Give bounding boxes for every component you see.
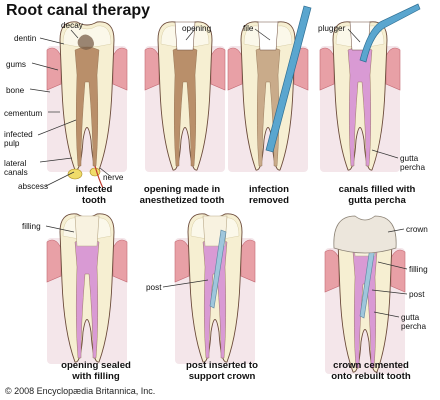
root-canal bbox=[347, 46, 373, 167]
label-opening: opening bbox=[182, 24, 212, 33]
root-canal bbox=[74, 238, 100, 359]
plugger-instrument bbox=[359, 3, 421, 63]
page-title: Root canal therapy bbox=[6, 2, 151, 19]
leader-line bbox=[37, 119, 77, 136]
caption-crown-cemented: crown cemented onto rebuilt tooth bbox=[331, 360, 411, 382]
leader-line bbox=[45, 225, 75, 233]
gum-left bbox=[324, 249, 340, 293]
root-canal bbox=[172, 46, 198, 167]
gum-right bbox=[112, 47, 128, 91]
abscess-blob bbox=[89, 167, 101, 177]
label-filling-right: filling bbox=[409, 265, 428, 274]
label-gutta-percha-top: gutta percha bbox=[400, 154, 426, 172]
leader-line bbox=[347, 28, 361, 43]
leader-line bbox=[373, 311, 400, 318]
leader-line bbox=[377, 261, 408, 270]
caption-opening-made: opening made in anesthetized tooth bbox=[139, 184, 225, 206]
crown-cap bbox=[333, 215, 397, 254]
decay-spot bbox=[77, 34, 94, 50]
caption-post-inserted: post inserted to support crown bbox=[186, 360, 258, 382]
root-canal bbox=[74, 46, 100, 167]
label-plugger: plugger bbox=[318, 24, 346, 33]
label-bone: bone bbox=[6, 86, 25, 95]
leader-line bbox=[70, 29, 79, 39]
gum-left bbox=[174, 239, 190, 283]
caption-infection-removed: infection removed bbox=[249, 184, 289, 206]
gum-left bbox=[144, 47, 160, 91]
leader-line bbox=[371, 149, 399, 159]
gum-left bbox=[319, 47, 335, 91]
label-infected-pulp: infected pulp bbox=[4, 130, 33, 148]
gum-right bbox=[390, 249, 406, 293]
access-opening bbox=[257, 21, 279, 51]
leader-line bbox=[371, 289, 408, 295]
leader-line bbox=[39, 157, 73, 163]
label-crown: crown bbox=[406, 225, 428, 234]
label-abscess: abscess bbox=[18, 182, 49, 191]
leader-line bbox=[162, 279, 209, 288]
gum-right bbox=[112, 239, 128, 283]
gum-right bbox=[240, 239, 256, 283]
caption-canals-filled: canals filled with gutta percha bbox=[338, 184, 416, 206]
leader-line bbox=[45, 171, 75, 187]
root-canal bbox=[202, 238, 228, 359]
leader-line bbox=[31, 62, 59, 71]
label-gutta-percha-bottom: gutta percha bbox=[401, 313, 427, 331]
leader-line bbox=[185, 28, 196, 41]
label-decay: decay bbox=[61, 21, 83, 30]
tooth-post bbox=[209, 229, 227, 309]
gum-left bbox=[46, 239, 62, 283]
endodontic-file bbox=[265, 5, 312, 153]
gum-right bbox=[385, 47, 401, 91]
root-canal bbox=[352, 248, 378, 369]
caption-opening-sealed: opening sealed with filling bbox=[61, 360, 131, 382]
label-lateral-canals: lateral canals bbox=[4, 159, 28, 177]
caption-infected-tooth: infected tooth bbox=[75, 184, 113, 206]
leader-line bbox=[29, 88, 51, 93]
label-filling-left: filling bbox=[22, 222, 41, 231]
leader-line bbox=[99, 167, 111, 177]
label-nerve: nerve bbox=[103, 173, 124, 182]
nerve-fiber bbox=[94, 165, 104, 189]
gum-right bbox=[210, 47, 226, 91]
tooth-filling bbox=[74, 215, 100, 247]
access-opening bbox=[174, 21, 196, 51]
leader-line bbox=[387, 228, 405, 233]
leader-line bbox=[254, 28, 271, 41]
label-post-middle: post bbox=[146, 283, 162, 292]
label-gums: gums bbox=[6, 60, 27, 69]
copyright-notice: © 2008 Encyclopædia Britannica, Inc. bbox=[5, 386, 156, 396]
label-dentin: dentin bbox=[14, 34, 37, 43]
gum-left bbox=[227, 47, 243, 91]
leader-line bbox=[39, 37, 65, 45]
label-post-right: post bbox=[409, 290, 425, 299]
label-cementum: cementum bbox=[4, 109, 43, 118]
label-file: file bbox=[243, 24, 254, 33]
abscess-blob bbox=[67, 168, 83, 180]
